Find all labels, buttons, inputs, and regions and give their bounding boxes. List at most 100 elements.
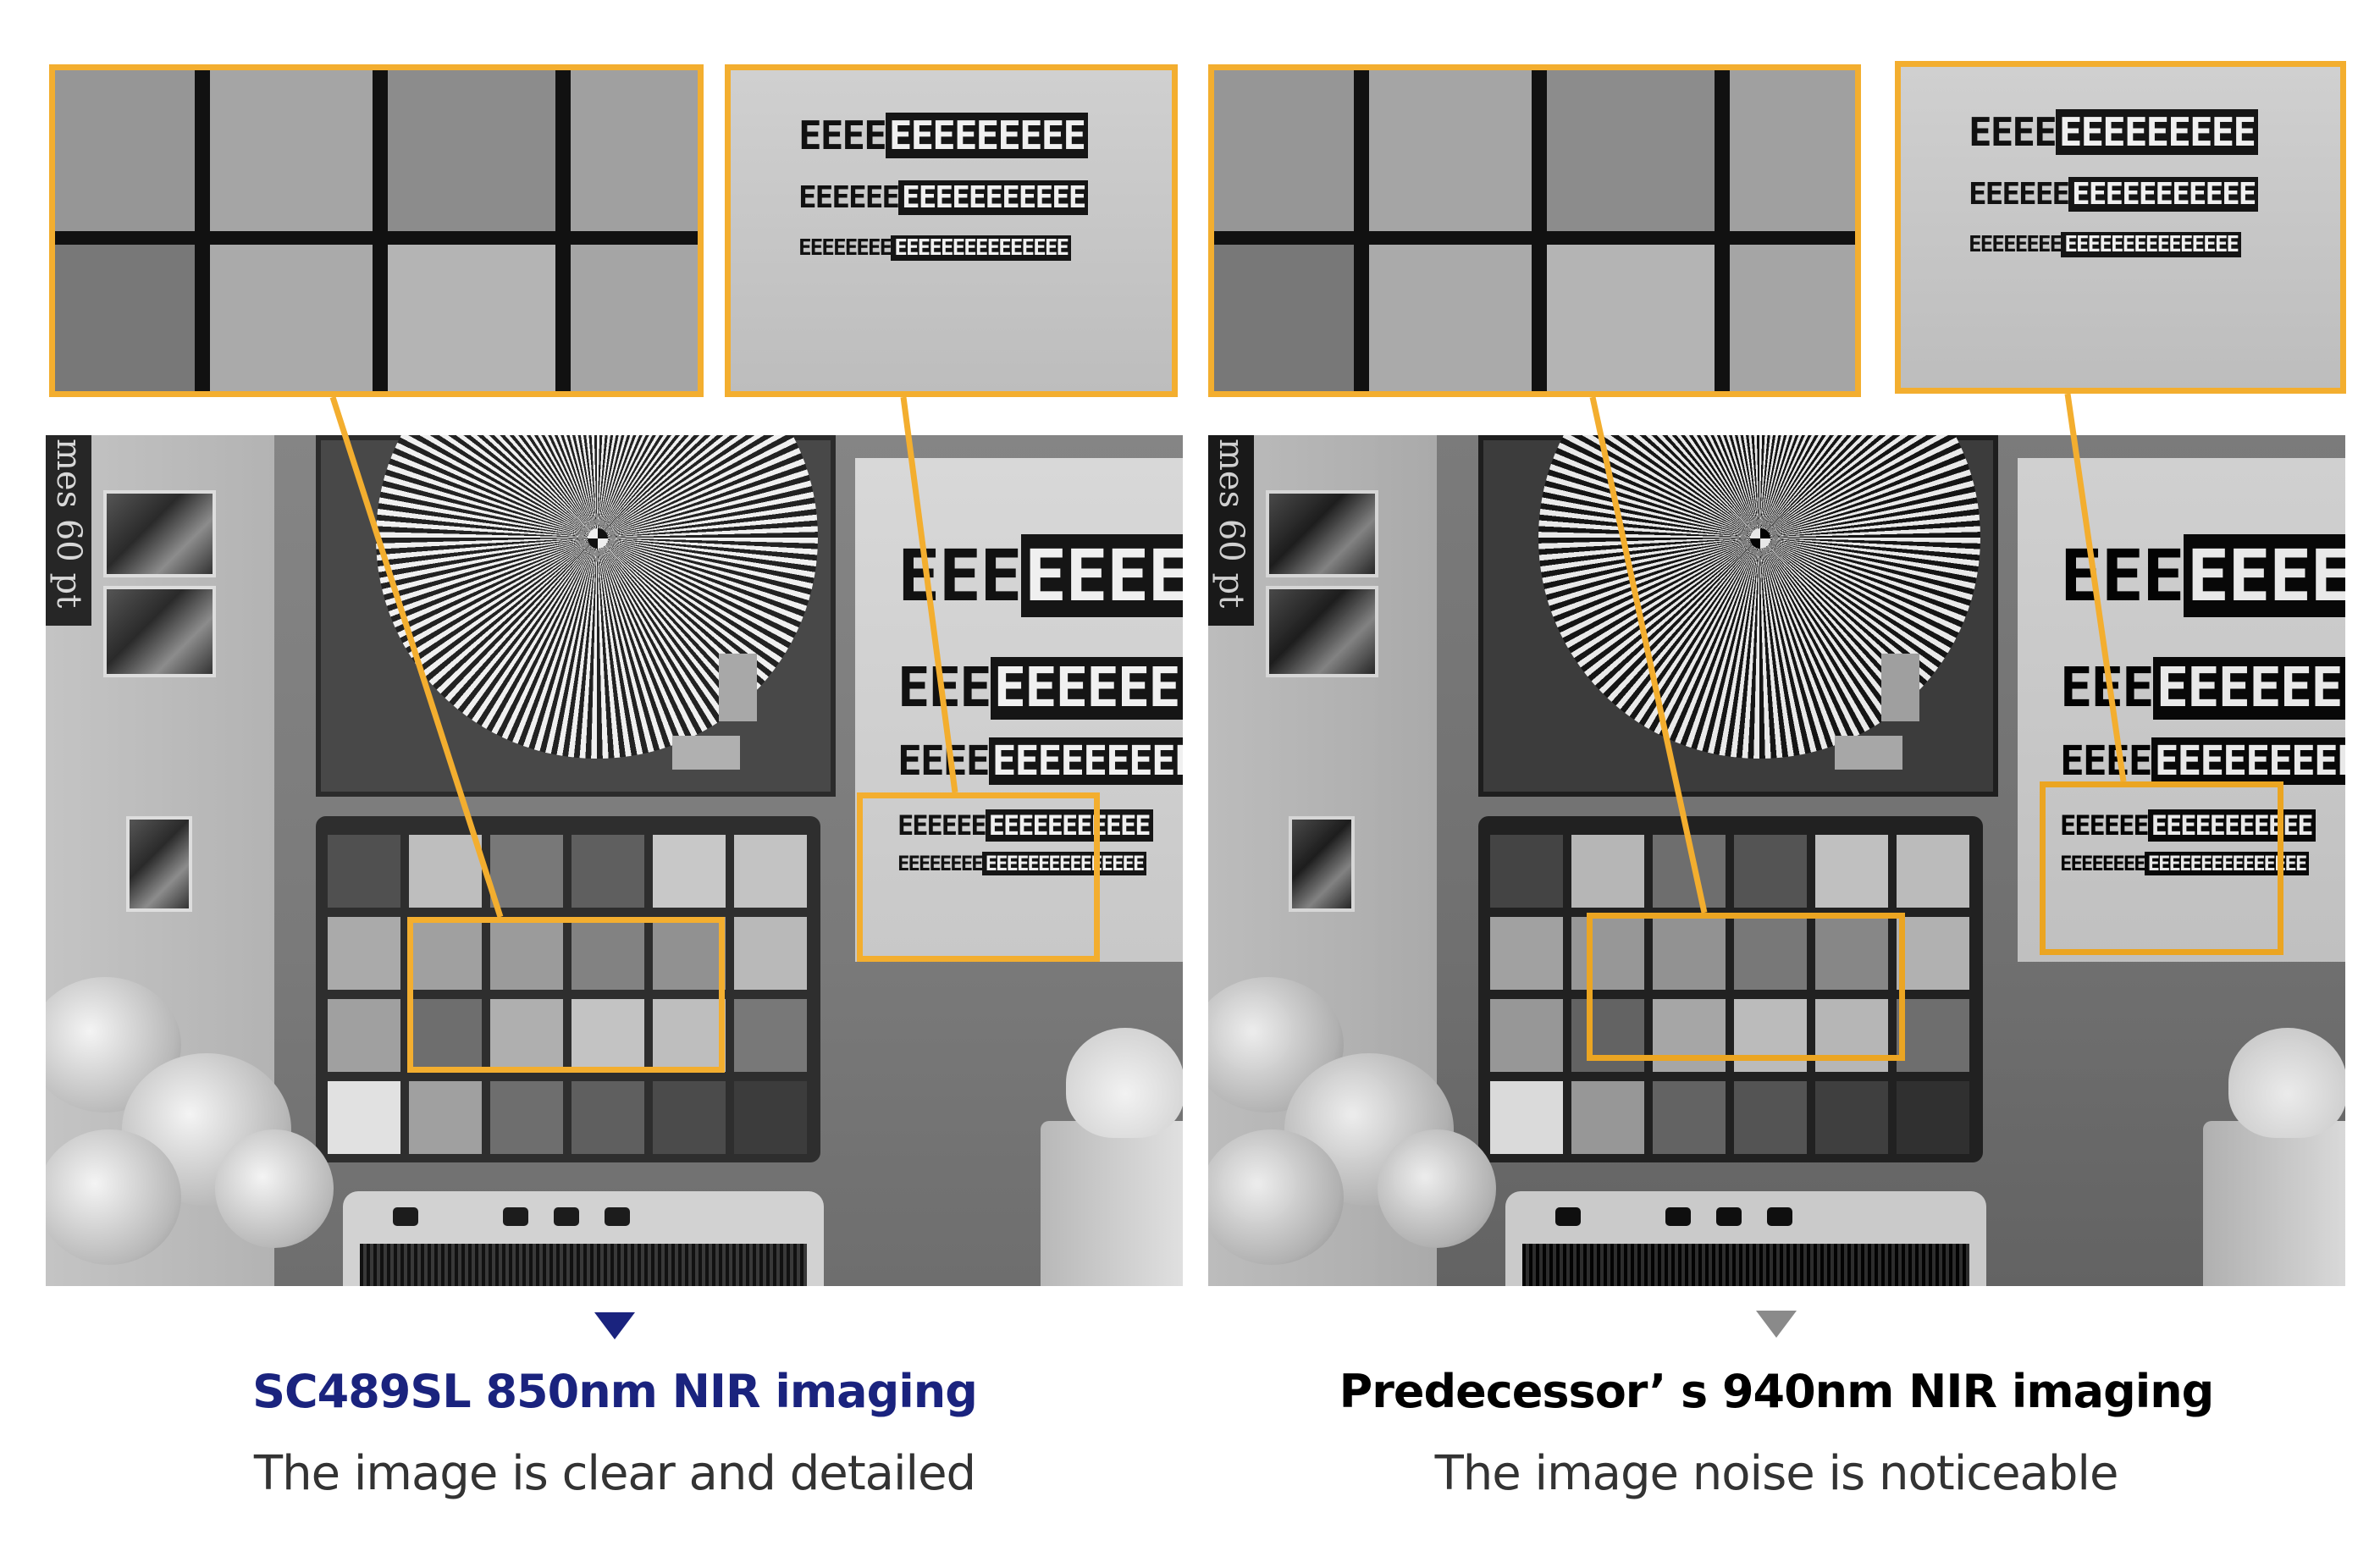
e-text: EEEEEEEE	[897, 852, 984, 875]
poster-picture	[103, 490, 216, 577]
poster-picture	[1266, 586, 1378, 677]
e-text: EEE	[897, 534, 1023, 617]
checker-patch	[653, 1081, 726, 1154]
e-text: EEEEEE	[2060, 809, 2150, 842]
zoomed-checker-patch	[1547, 245, 1715, 391]
checker-patch	[572, 1081, 644, 1154]
knob	[1767, 1207, 1792, 1226]
checker-patch	[490, 917, 563, 990]
zoomed-checker-patch	[571, 245, 698, 391]
font-size-label: mes 60 pt	[1208, 435, 1254, 626]
e-text: EEEE	[798, 113, 887, 158]
checker-patch	[734, 1081, 807, 1154]
e-text: EEEEEEEE	[1969, 232, 2062, 257]
pear-figure	[1066, 1028, 1183, 1138]
knob	[1665, 1207, 1691, 1226]
speaker-grille	[360, 1244, 807, 1286]
e-text: EEEEEE	[1969, 177, 2070, 212]
checker-patch	[1571, 835, 1644, 908]
e-text: EEEE	[1969, 109, 2057, 155]
e-text: EEEEEE	[798, 180, 900, 215]
highlight-box-text	[857, 792, 1100, 962]
e-text: EEEEEEEEEEE	[985, 809, 1153, 842]
e-text: EEEEEEEEEEE	[898, 180, 1089, 215]
checker-patch	[1815, 1081, 1888, 1154]
caption-subtitle-940: The image noise is noticeable	[1434, 1446, 2119, 1501]
gray-patch	[719, 654, 757, 721]
gray-patch	[1881, 654, 1919, 721]
flower	[215, 1129, 334, 1248]
connector-line	[900, 396, 958, 793]
poster-picture	[1289, 816, 1355, 912]
zoomed-checker-patch	[1730, 245, 1855, 391]
checker-patch	[1897, 917, 1969, 990]
checker-patch	[409, 835, 482, 908]
checker-patch	[1490, 999, 1563, 1072]
arrow-down-icon	[594, 1312, 635, 1339]
checker-patch	[734, 917, 807, 990]
checker-patch	[1490, 835, 1563, 908]
checker-patch	[328, 1081, 400, 1154]
checker-patch	[1815, 917, 1888, 990]
zoomed-checker-patch	[1214, 245, 1354, 391]
zoomed-checker-patch	[55, 70, 195, 231]
pear-figure	[2228, 1028, 2345, 1138]
gray-patch	[1835, 736, 1902, 770]
checker-patch	[572, 999, 644, 1072]
checker-patch	[1653, 917, 1726, 990]
e-text: EEEEEEEEE	[2151, 737, 2345, 785]
checker-patch	[409, 1081, 482, 1154]
knob	[605, 1207, 630, 1226]
speaker-grille	[1522, 1244, 1969, 1286]
zoomed-checker-patch	[1369, 70, 1532, 231]
checker-patch	[1897, 1081, 1969, 1154]
poster-picture	[126, 816, 192, 912]
poster-picture	[1266, 490, 1378, 577]
arrow-down-icon	[1756, 1311, 1797, 1338]
caption-subtitle-850: The image is clear and detailed	[253, 1446, 976, 1501]
checker-patch	[1653, 1081, 1726, 1154]
inset-checker-zoom-940	[1208, 64, 1861, 397]
font-size-label: mes 60 pt	[46, 435, 91, 626]
e-text: EEEEEE	[1020, 534, 1183, 617]
e-text: EEEEEE	[897, 809, 987, 842]
knob	[393, 1207, 418, 1226]
gray-patch	[672, 736, 740, 770]
checker-patch	[1490, 917, 1563, 990]
checker-patch	[1897, 835, 1969, 908]
checker-patch	[490, 1081, 563, 1154]
zoomed-checker-patch	[55, 245, 195, 391]
checker-patch	[572, 835, 644, 908]
connector-line	[2064, 393, 2127, 782]
zoomed-checker-patch	[1214, 70, 1354, 231]
knob	[1555, 1207, 1581, 1226]
checker-patch	[1734, 835, 1807, 908]
flower	[1378, 1129, 1496, 1248]
checker-patch	[490, 999, 563, 1072]
e-text: EEEEEEEEEEEEEEE	[2061, 232, 2242, 257]
checker-patch	[1734, 917, 1807, 990]
checker-patch	[328, 917, 400, 990]
zoomed-checker-patch	[210, 70, 373, 231]
caption-title-940: Predecessor’ s 940nm NIR imaging	[1339, 1365, 2215, 1418]
e-text: EEEEEEEEEEEEEEE	[981, 852, 1147, 875]
checker-patch	[653, 999, 726, 1072]
zoomed-checker-patch	[388, 245, 555, 391]
zoomed-checker-patch	[1730, 70, 1855, 231]
e-text: EEEEEEE	[990, 657, 1183, 720]
checker-patch	[1490, 1081, 1563, 1154]
knob	[1716, 1207, 1742, 1226]
star-center-mark	[588, 528, 608, 549]
checker-patch	[409, 999, 482, 1072]
zoomed-checker-patch	[388, 70, 555, 231]
e-text: EEEEEEEEEEE	[2147, 809, 2316, 842]
checker-patch	[572, 917, 644, 990]
caption-title-850: SC489SL 850nm NIR imaging	[252, 1365, 978, 1418]
flower	[46, 1129, 181, 1265]
e-text: EEEEEEEEE	[2055, 109, 2259, 155]
color-checker	[316, 816, 820, 1162]
highlight-box-checker	[407, 917, 725, 1073]
zoomed-checker-patch	[1369, 245, 1532, 391]
